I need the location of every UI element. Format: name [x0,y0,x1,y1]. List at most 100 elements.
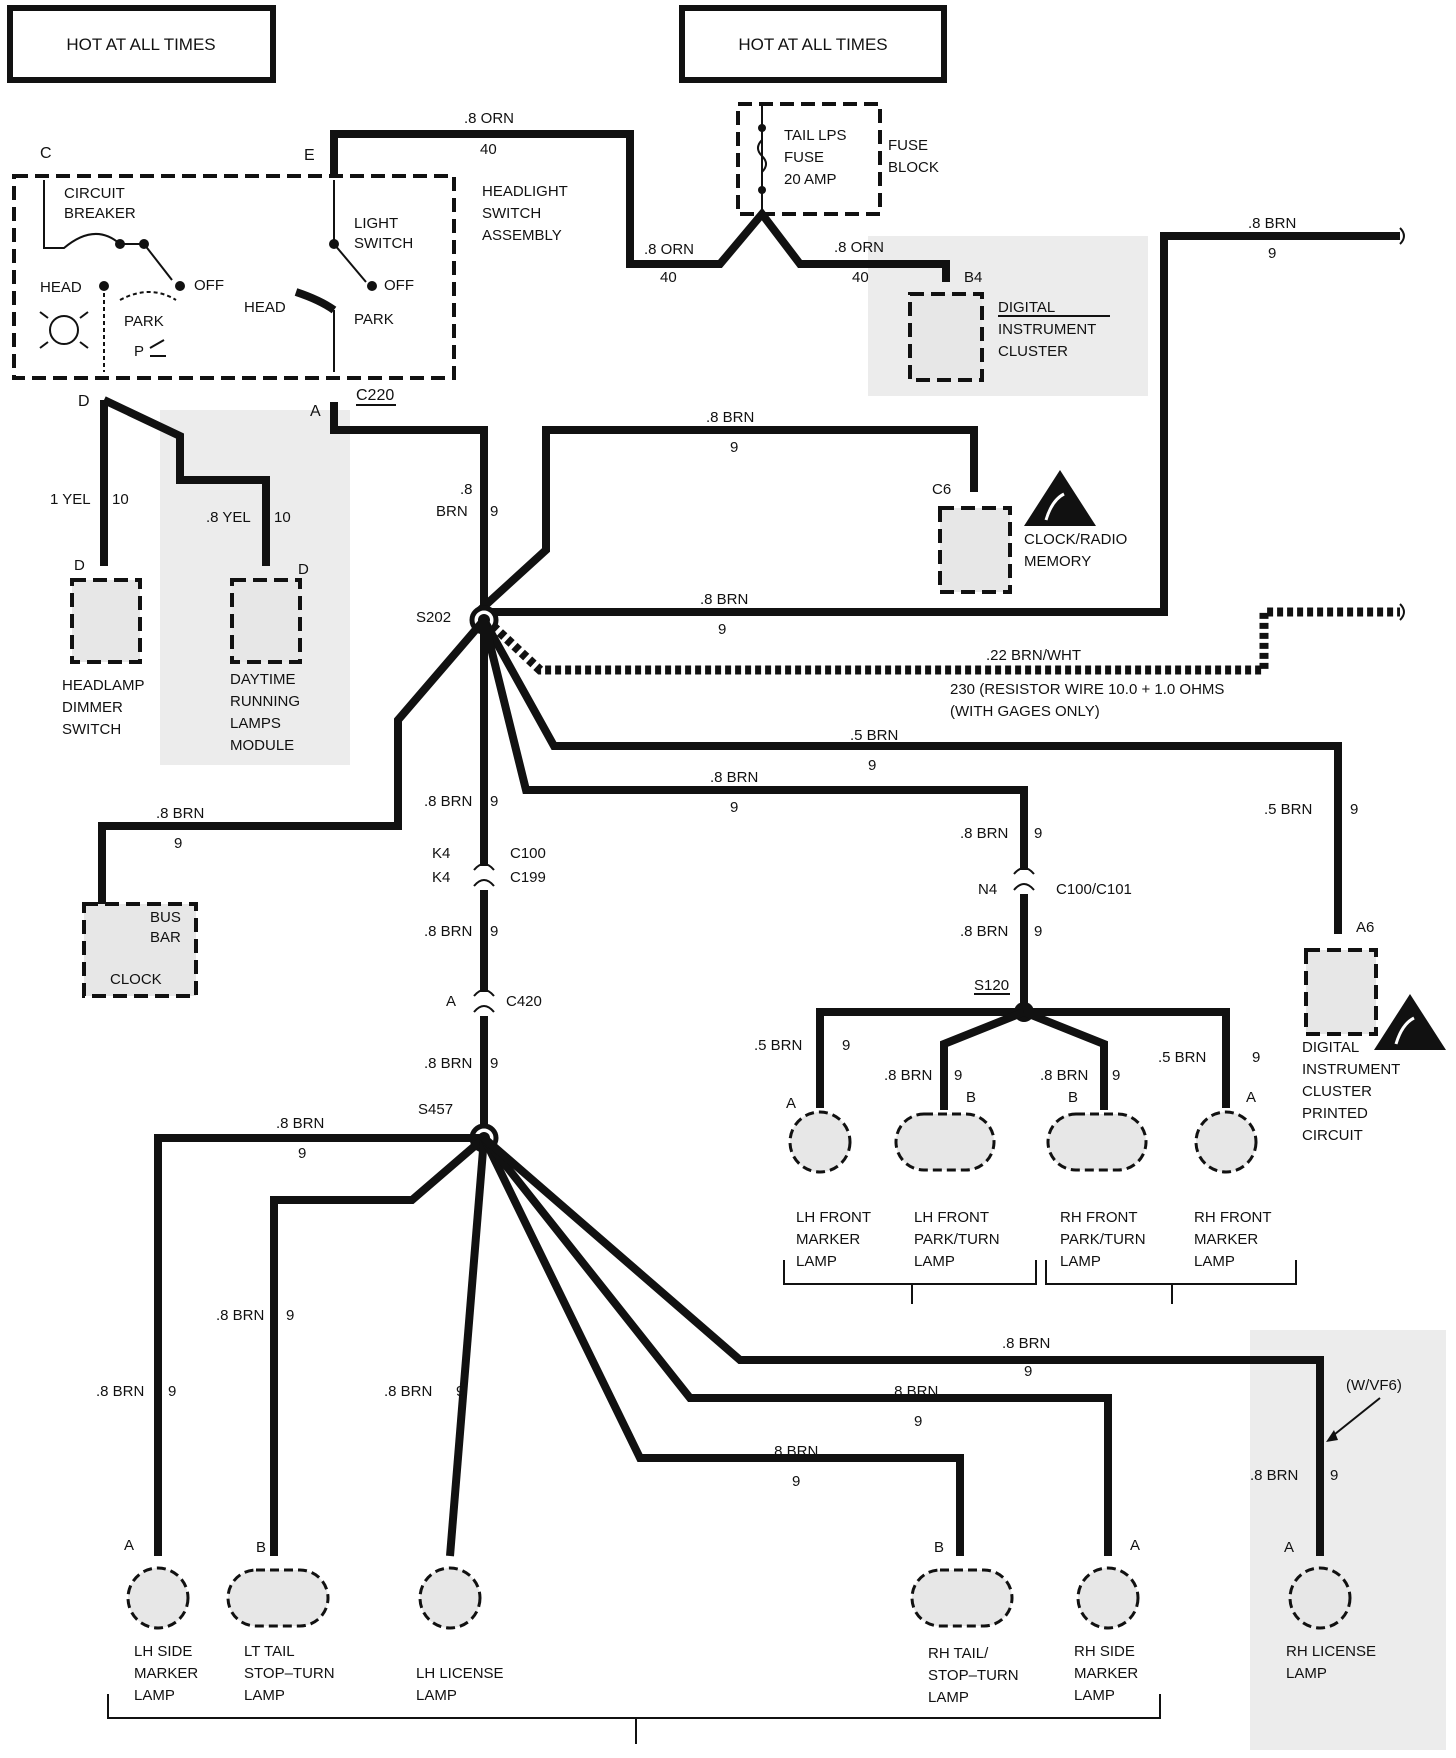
svg-text:9: 9 [1034,923,1042,940]
svg-text:LAMP: LAMP [796,1253,837,1270]
svg-text:.8 YEL: .8 YEL [206,509,251,526]
svg-text:K4: K4 [432,845,450,862]
svg-text:LAMPS: LAMPS [230,715,281,732]
headlight-switch-assembly: HEADLIGHT SWITCH ASSEMBLY CIRCUIT BREAKE… [12,145,568,420]
svg-text:.8 ORN: .8 ORN [834,239,884,256]
svg-text:RH TAIL/: RH TAIL/ [928,1645,989,1662]
svg-text:A: A [310,403,321,420]
digital-instrument-cluster-printed-circuit: A6 DIGITAL INSTRUMENT CLUSTER PRINTED CI… [1302,919,1400,1144]
svg-text:.8 BRN: .8 BRN [710,769,758,786]
wire-brn-clock-radio [475,426,978,615]
wire-brn-trunk-top [330,402,488,612]
svg-text:.8 BRN: .8 BRN [960,825,1008,842]
svg-text:A: A [1246,1089,1256,1106]
svg-text:LAMP: LAMP [928,1689,969,1706]
clock-radio-memory: C6 CLOCK/RADIO MEMORY [932,481,1127,594]
svg-text:LH FRONT: LH FRONT [796,1209,871,1226]
svg-text:SWITCH: SWITCH [62,721,121,738]
svg-text:HOT AT ALL TIMES: HOT AT ALL TIMES [738,35,887,54]
front-lamp-lh-park: B [894,1089,996,1172]
svg-text:9: 9 [286,1307,294,1324]
wire-brn-cluster-pc [480,618,1342,934]
svg-text:LAMP: LAMP [1286,1665,1327,1682]
wire-yel-drl [102,396,270,566]
svg-text:CLOCK: CLOCK [110,971,162,988]
front-lamp-labels: LH FRONT MARKER LAMP LH FRONT PARK/TURN … [783,1209,1297,1304]
svg-text:P: P [134,343,144,360]
headlamp-dimmer-switch: D HEADLAMP DIMMER SWITCH [62,557,145,738]
daytime-running-lamps-module: D DAYTIME RUNNING LAMPS MODULE [230,561,309,754]
wire-rear-lt-tail [270,1134,487,1556]
svg-text:HEADLIGHT: HEADLIGHT [482,183,568,200]
front-lamp-lh-marker: A [786,1095,852,1174]
svg-text:A6: A6 [1356,919,1374,936]
svg-text:9: 9 [298,1145,306,1162]
svg-text:ASSEMBLY: ASSEMBLY [482,227,562,244]
svg-text:LT TAIL: LT TAIL [244,1643,295,1660]
esd-warning-icon [1024,470,1096,526]
svg-text:SWITCH: SWITCH [482,205,541,222]
svg-text:LAMP: LAMP [1194,1253,1235,1270]
svg-text:.8 BRN: .8 BRN [960,923,1008,940]
svg-text:PARK/TURN: PARK/TURN [1060,1231,1146,1248]
svg-text:LAMP: LAMP [134,1687,175,1704]
svg-text:.5 BRN: .5 BRN [1158,1049,1206,1066]
svg-text:DAYTIME: DAYTIME [230,671,296,688]
svg-text:S120: S120 [974,977,1009,994]
svg-text:RH FRONT: RH FRONT [1060,1209,1138,1226]
svg-text:.8 BRN: .8 BRN [424,1055,472,1072]
svg-text:9: 9 [792,1473,800,1490]
svg-text:LH SIDE: LH SIDE [134,1643,192,1660]
wire-front-lh-marker [816,1008,1024,1108]
svg-text:S202: S202 [416,609,451,626]
wire-rear-rh-side [480,1135,1112,1556]
front-lamp-rh-marker: A [1194,1089,1258,1174]
svg-text:LAMP: LAMP [1074,1687,1115,1704]
svg-text:CLOCK/RADIO: CLOCK/RADIO [1024,531,1127,548]
svg-text:.8 BRN: .8 BRN [216,1307,264,1324]
svg-text:9: 9 [174,835,182,852]
svg-text:HEAD: HEAD [244,299,286,316]
svg-text:PARK/TURN: PARK/TURN [914,1231,1000,1248]
svg-text:C100: C100 [510,845,546,862]
svg-text:C420: C420 [506,993,542,1010]
svg-text:9: 9 [1350,801,1358,818]
svg-text:MARKER: MARKER [796,1231,860,1248]
bus-bar-clock: BUS BAR CLOCK [82,902,198,998]
svg-text:9: 9 [1112,1067,1120,1084]
svg-text:9: 9 [1252,1049,1260,1066]
svg-text:LAMP: LAMP [416,1687,457,1704]
rear-lamp-rh-side-marker: A [1076,1537,1140,1630]
svg-text:.8 BRN: .8 BRN [884,1067,932,1084]
wire-rear-lh-side [154,1134,484,1556]
svg-text:.8 BRN: .8 BRN [424,923,472,940]
shade-rh-license [1250,1330,1446,1750]
svg-text:.8 BRN: .8 BRN [700,591,748,608]
svg-text:D: D [298,561,309,578]
hot-box-right: HOT AT ALL TIMES [679,5,947,83]
svg-text:1 YEL: 1 YEL [50,491,91,508]
svg-text:(WITH GAGES ONLY): (WITH GAGES ONLY) [950,703,1100,720]
wire-brn-clock [98,617,488,906]
rear-lamp-labels: LH SIDE MARKER LAMP LT TAIL STOP–TURN LA… [107,1643,1376,1744]
svg-text:9: 9 [490,793,498,810]
svg-text:FUSE: FUSE [784,149,824,166]
svg-text:.8 BRN: .8 BRN [706,409,754,426]
svg-text:9: 9 [490,503,498,520]
svg-text:B: B [256,1539,266,1556]
svg-text:CIRCUIT: CIRCUIT [1302,1127,1363,1144]
svg-text:STOP–TURN: STOP–TURN [928,1667,1019,1684]
svg-text:9: 9 [954,1067,962,1084]
svg-text:9: 9 [730,439,738,456]
svg-text:40: 40 [852,269,869,286]
svg-text:A: A [124,1537,134,1554]
svg-text:STOP–TURN: STOP–TURN [244,1665,335,1682]
svg-text:C: C [40,145,52,162]
svg-text:BRN: BRN [436,503,468,520]
digital-instrument-cluster: B4 DIGITAL INSTRUMENT CLUSTER [908,269,1096,382]
svg-text:A: A [786,1095,796,1112]
svg-text:PARK: PARK [124,313,164,330]
svg-text:HEADLAMP: HEADLAMP [62,677,145,694]
svg-text:.8 BRN: .8 BRN [424,793,472,810]
